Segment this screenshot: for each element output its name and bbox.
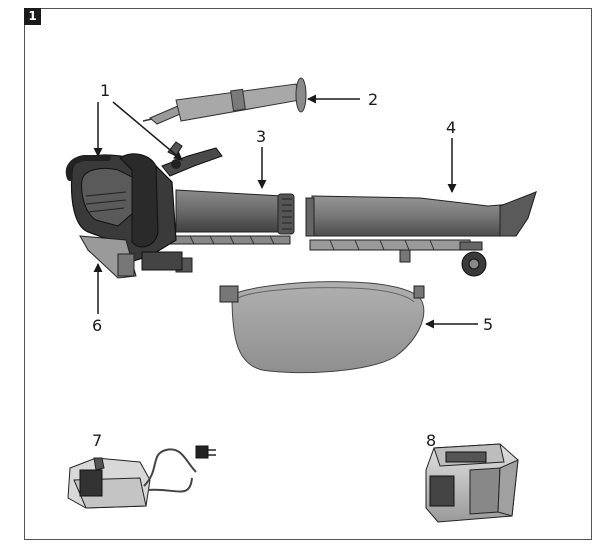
callout-4: 4 bbox=[446, 118, 456, 137]
blower-main-unit-illustration bbox=[65, 141, 223, 279]
callout-1: 1 bbox=[100, 81, 110, 100]
callout-6: 6 bbox=[92, 316, 102, 335]
callout-arrows bbox=[93, 94, 478, 329]
callout-2: 2 bbox=[368, 90, 378, 109]
arrow-1b bbox=[112, 101, 183, 161]
callout-5: 5 bbox=[483, 315, 493, 334]
figure-number-badge: 1 bbox=[24, 8, 41, 25]
callout-8: 8 bbox=[426, 431, 436, 450]
shoulder-strap-illustration bbox=[142, 77, 307, 125]
collection-bag-illustration bbox=[219, 281, 425, 374]
blower-nozzle-illustration bbox=[305, 191, 537, 277]
callout-3: 3 bbox=[256, 127, 266, 146]
figure-frame bbox=[24, 8, 592, 540]
charger-illustration bbox=[67, 445, 216, 509]
blower-tube-illustration bbox=[169, 189, 295, 245]
battery-illustration bbox=[425, 443, 519, 523]
callout-7: 7 bbox=[92, 431, 102, 450]
